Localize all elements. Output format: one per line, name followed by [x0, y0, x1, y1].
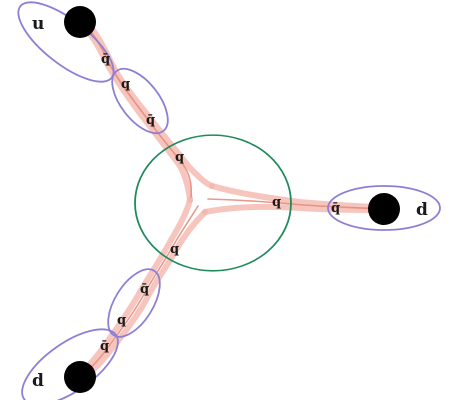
label-d-bottom: d	[32, 371, 44, 391]
quark-d-right	[368, 193, 400, 225]
quark-d-bottom	[64, 361, 96, 393]
label-q-bottom-2: q	[117, 313, 126, 328]
label-qbar-bottom-1: q̄	[140, 282, 149, 297]
flux-tube-lower-arm	[77, 197, 193, 379]
flux-core-right	[207, 198, 386, 210]
flux-tube-right-arm	[209, 183, 388, 211]
meson-ellipse-right	[327, 185, 441, 231]
label-q-center-top: q	[175, 150, 184, 165]
flux-tube-lower-arm	[81, 209, 208, 381]
label-u: u	[32, 14, 44, 34]
flux-core-lower	[81, 205, 199, 378]
flux-tube-cores	[81, 22, 386, 378]
meson-ellipse-bottom-inner	[107, 268, 161, 338]
flux-core-upper	[83, 22, 193, 198]
quark-u	[64, 6, 96, 38]
label-qbar-right: q̄	[331, 201, 340, 216]
label-qbar-top-1: q̄	[101, 52, 110, 67]
label-qbar-top-3: q̄	[146, 113, 155, 128]
label-d-right: d	[416, 200, 428, 220]
flux-tube-upper-arm	[77, 19, 193, 203]
label-qbar-bottom-3: q̄	[100, 339, 109, 354]
baryon-circle	[134, 134, 292, 272]
meson-ellipse-top-inner	[111, 67, 169, 135]
flux-tube-right-arm	[202, 203, 388, 215]
label-q-center-right: q	[272, 195, 281, 210]
label-q-center-bottom: q	[170, 242, 179, 257]
label-q-top-2: q	[121, 77, 130, 92]
